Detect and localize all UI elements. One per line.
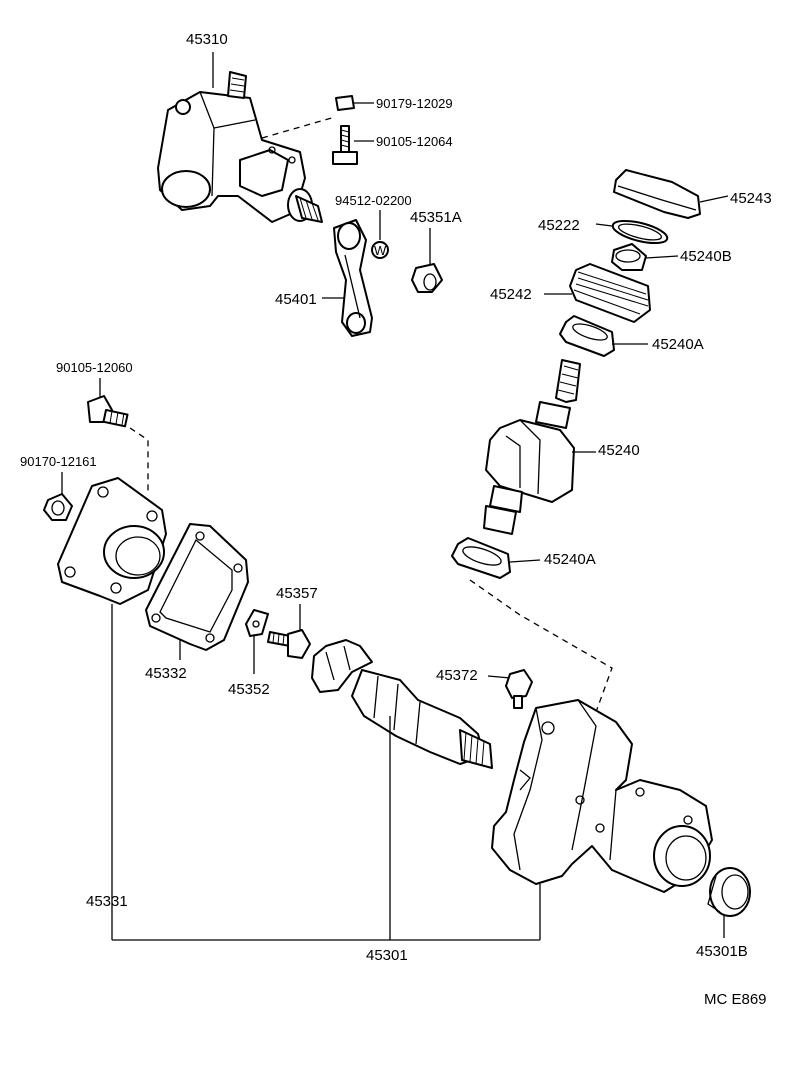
bearing-45240a-bottom: [451, 537, 511, 579]
oil-seal-45301b: [707, 867, 751, 917]
nut-90179-12029: [335, 95, 355, 111]
o-ring-45222: [611, 219, 669, 245]
label-45310: 45310: [186, 31, 228, 48]
gear-housing-assembly-45310: [157, 71, 323, 223]
pitman-arm-45401: [333, 219, 373, 337]
label-45301b: 45301B: [696, 943, 748, 960]
label-45401: 45401: [275, 291, 317, 308]
lock-nut-45243: [613, 169, 701, 219]
sector-shaft: [311, 639, 493, 769]
label-45240: 45240: [598, 442, 640, 459]
washer-mark: W: [374, 243, 387, 258]
label-45222: 45222: [538, 217, 580, 234]
label-45301: 45301: [366, 947, 408, 964]
label-45243: 45243: [730, 190, 772, 207]
label-90105-12064: 90105-12064: [376, 134, 453, 149]
label-45240a-top: 45240A: [652, 336, 704, 353]
label-45242: 45242: [490, 286, 532, 303]
worm-valve-assembly-45240: [483, 359, 581, 535]
diagram-code: MC E869: [704, 991, 767, 1008]
nut-90170-12161: [43, 493, 73, 521]
adjusting-screw-45242: [569, 263, 651, 323]
bearing-45240a-top: [559, 315, 615, 357]
label-45240a-bottom: 45240A: [544, 551, 596, 568]
label-45332: 45332: [145, 665, 187, 682]
label-45331: 45331: [86, 893, 128, 910]
gear-housing-45301: [491, 699, 713, 893]
label-45240b: 45240B: [680, 248, 732, 265]
shim-45352: [245, 609, 269, 637]
bearing-45240b: [611, 243, 647, 271]
label-45351a: 45351A: [410, 209, 462, 226]
nut-45351a: [411, 263, 443, 293]
label-45372: 45372: [436, 667, 478, 684]
gasket-45332: [145, 523, 249, 651]
bolt-90105-12060: [87, 395, 129, 428]
label-90179-12029: 90179-12029: [376, 96, 453, 111]
side-cover-45331: [57, 477, 167, 605]
adjusting-bolt-45357: [267, 629, 311, 659]
bolt-90105-12064: [332, 125, 358, 165]
label-90170-12161: 90170-12161: [20, 454, 97, 469]
label-94512-02200: 94512-02200: [335, 193, 412, 208]
label-45352: 45352: [228, 681, 270, 698]
bleeder-plug-45372: [505, 669, 533, 709]
label-90105-12060: 90105-12060: [56, 360, 133, 375]
label-45357: 45357: [276, 585, 318, 602]
